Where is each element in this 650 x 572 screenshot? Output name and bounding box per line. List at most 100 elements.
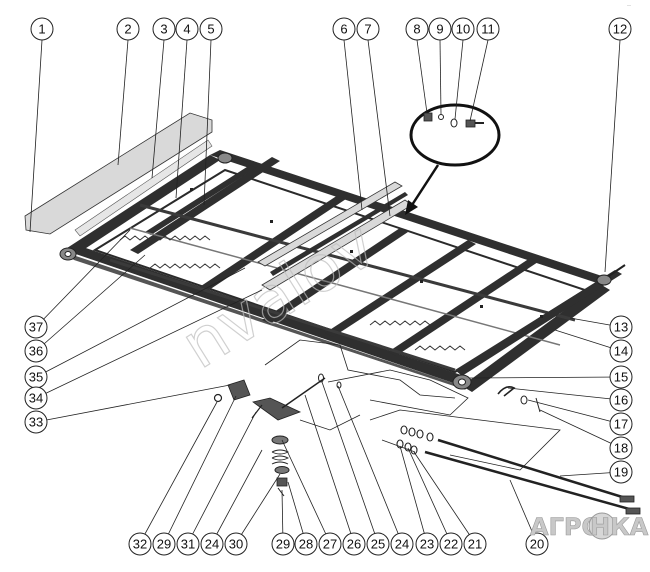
svg-text:31: 31: [181, 537, 195, 552]
callout-29a: 29: [152, 532, 176, 556]
callout-3: 3: [152, 17, 176, 41]
svg-text:27: 27: [323, 537, 337, 552]
callout-29b: 29: [271, 532, 295, 556]
callout-28: 28: [294, 532, 318, 556]
svg-text:24: 24: [395, 537, 409, 552]
frame-fasteners: [190, 188, 543, 318]
callout-5: 5: [199, 17, 223, 41]
svg-text:10: 10: [456, 22, 470, 37]
svg-text:2: 2: [124, 22, 131, 37]
callout-9: 9: [428, 17, 452, 41]
svg-text:12: 12: [613, 22, 627, 37]
svg-text:37: 37: [29, 320, 43, 335]
callout-14: 14: [609, 339, 633, 363]
svg-text:9: 9: [436, 22, 443, 37]
svg-text:30: 30: [229, 537, 243, 552]
cross-bars: [130, 157, 538, 356]
callout-10: 10: [451, 17, 475, 41]
flap-strip: [74, 139, 213, 237]
callout-6: 6: [332, 17, 356, 41]
right-rod: [455, 270, 622, 376]
logo-circle: [588, 512, 616, 540]
callout-27: 27: [318, 532, 342, 556]
svg-text:25: 25: [371, 537, 385, 552]
detail-magnifier: [405, 103, 501, 215]
callout-24b: 24: [390, 532, 414, 556]
svg-text:17: 17: [614, 417, 628, 432]
svg-text:1: 1: [38, 22, 45, 37]
svg-text:18: 18: [614, 441, 628, 456]
inner-rails: [109, 203, 576, 372]
callout-20: 20: [525, 532, 549, 556]
callout-4: 4: [175, 17, 199, 41]
callout-26: 26: [342, 532, 366, 556]
frame-assembly: [24, 103, 641, 515]
svg-text:14: 14: [614, 344, 628, 359]
svg-text:7: 7: [364, 22, 371, 37]
leader-lines: [29, 39, 622, 544]
callout-18: 18: [609, 436, 633, 460]
center-rail-upper: [257, 181, 403, 267]
svg-text:11: 11: [481, 22, 495, 37]
callout-24a: 24: [200, 532, 224, 556]
callout-2: 2: [116, 17, 140, 41]
svg-text:33: 33: [29, 415, 43, 430]
svg-text:29: 29: [276, 537, 290, 552]
callout-21: 21: [463, 532, 487, 556]
callout-7: 7: [356, 17, 380, 41]
svg-text:21: 21: [468, 537, 482, 552]
corner-mark: —: [627, 2, 631, 7]
callout-34: 34: [24, 386, 48, 410]
callout-17: 17: [609, 412, 633, 436]
callout-13: 13: [609, 315, 633, 339]
svg-text:26: 26: [347, 537, 361, 552]
svg-text:4: 4: [183, 22, 190, 37]
callout-23: 23: [415, 532, 439, 556]
callout-30: 30: [224, 532, 248, 556]
agronka-logo: АГРО НКА: [530, 512, 649, 541]
svg-text:28: 28: [299, 537, 313, 552]
front-beam: [64, 244, 470, 386]
svg-text:35: 35: [29, 370, 43, 385]
exploded-parts: [213, 373, 641, 515]
svg-text:19: 19: [614, 465, 628, 480]
callout-22: 22: [439, 532, 463, 556]
callout-11: 11: [476, 17, 500, 41]
svg-text:23: 23: [420, 537, 434, 552]
callout-33: 33: [24, 410, 48, 434]
svg-text:5: 5: [207, 22, 214, 37]
callout-31: 31: [176, 532, 200, 556]
callout-36: 36: [24, 339, 48, 363]
callout-16: 16: [609, 388, 633, 412]
logo-text-right: НКА: [590, 513, 649, 541]
svg-text:3: 3: [160, 22, 167, 37]
svg-text:6: 6: [340, 22, 347, 37]
callout-25: 25: [366, 532, 390, 556]
svg-text:20: 20: [530, 537, 544, 552]
callout-8: 8: [405, 17, 429, 41]
svg-text:13: 13: [614, 320, 628, 335]
center-rail-dark: [270, 192, 408, 276]
rear-beam: [210, 150, 608, 284]
callout-35: 35: [24, 365, 48, 389]
svg-text:15: 15: [614, 370, 628, 385]
rubber-flap: [24, 112, 213, 235]
explode-lines: [264, 339, 561, 471]
svg-text:22: 22: [444, 537, 458, 552]
svg-text:24: 24: [205, 537, 219, 552]
svg-text:16: 16: [614, 393, 628, 408]
svg-text:8: 8: [413, 22, 420, 37]
corner-bosses: [59, 152, 612, 390]
callout-12: 12: [608, 17, 632, 41]
comb-strips: [119, 235, 466, 351]
svg-text:29: 29: [157, 537, 171, 552]
callout-1: 1: [30, 17, 54, 41]
callout-32: 32: [128, 532, 152, 556]
svg-text:36: 36: [29, 344, 43, 359]
callout-19: 19: [609, 460, 633, 484]
callout-15: 15: [609, 365, 633, 389]
callout-37: 37: [24, 315, 48, 339]
svg-text:32: 32: [133, 537, 147, 552]
svg-text:34: 34: [29, 391, 43, 406]
